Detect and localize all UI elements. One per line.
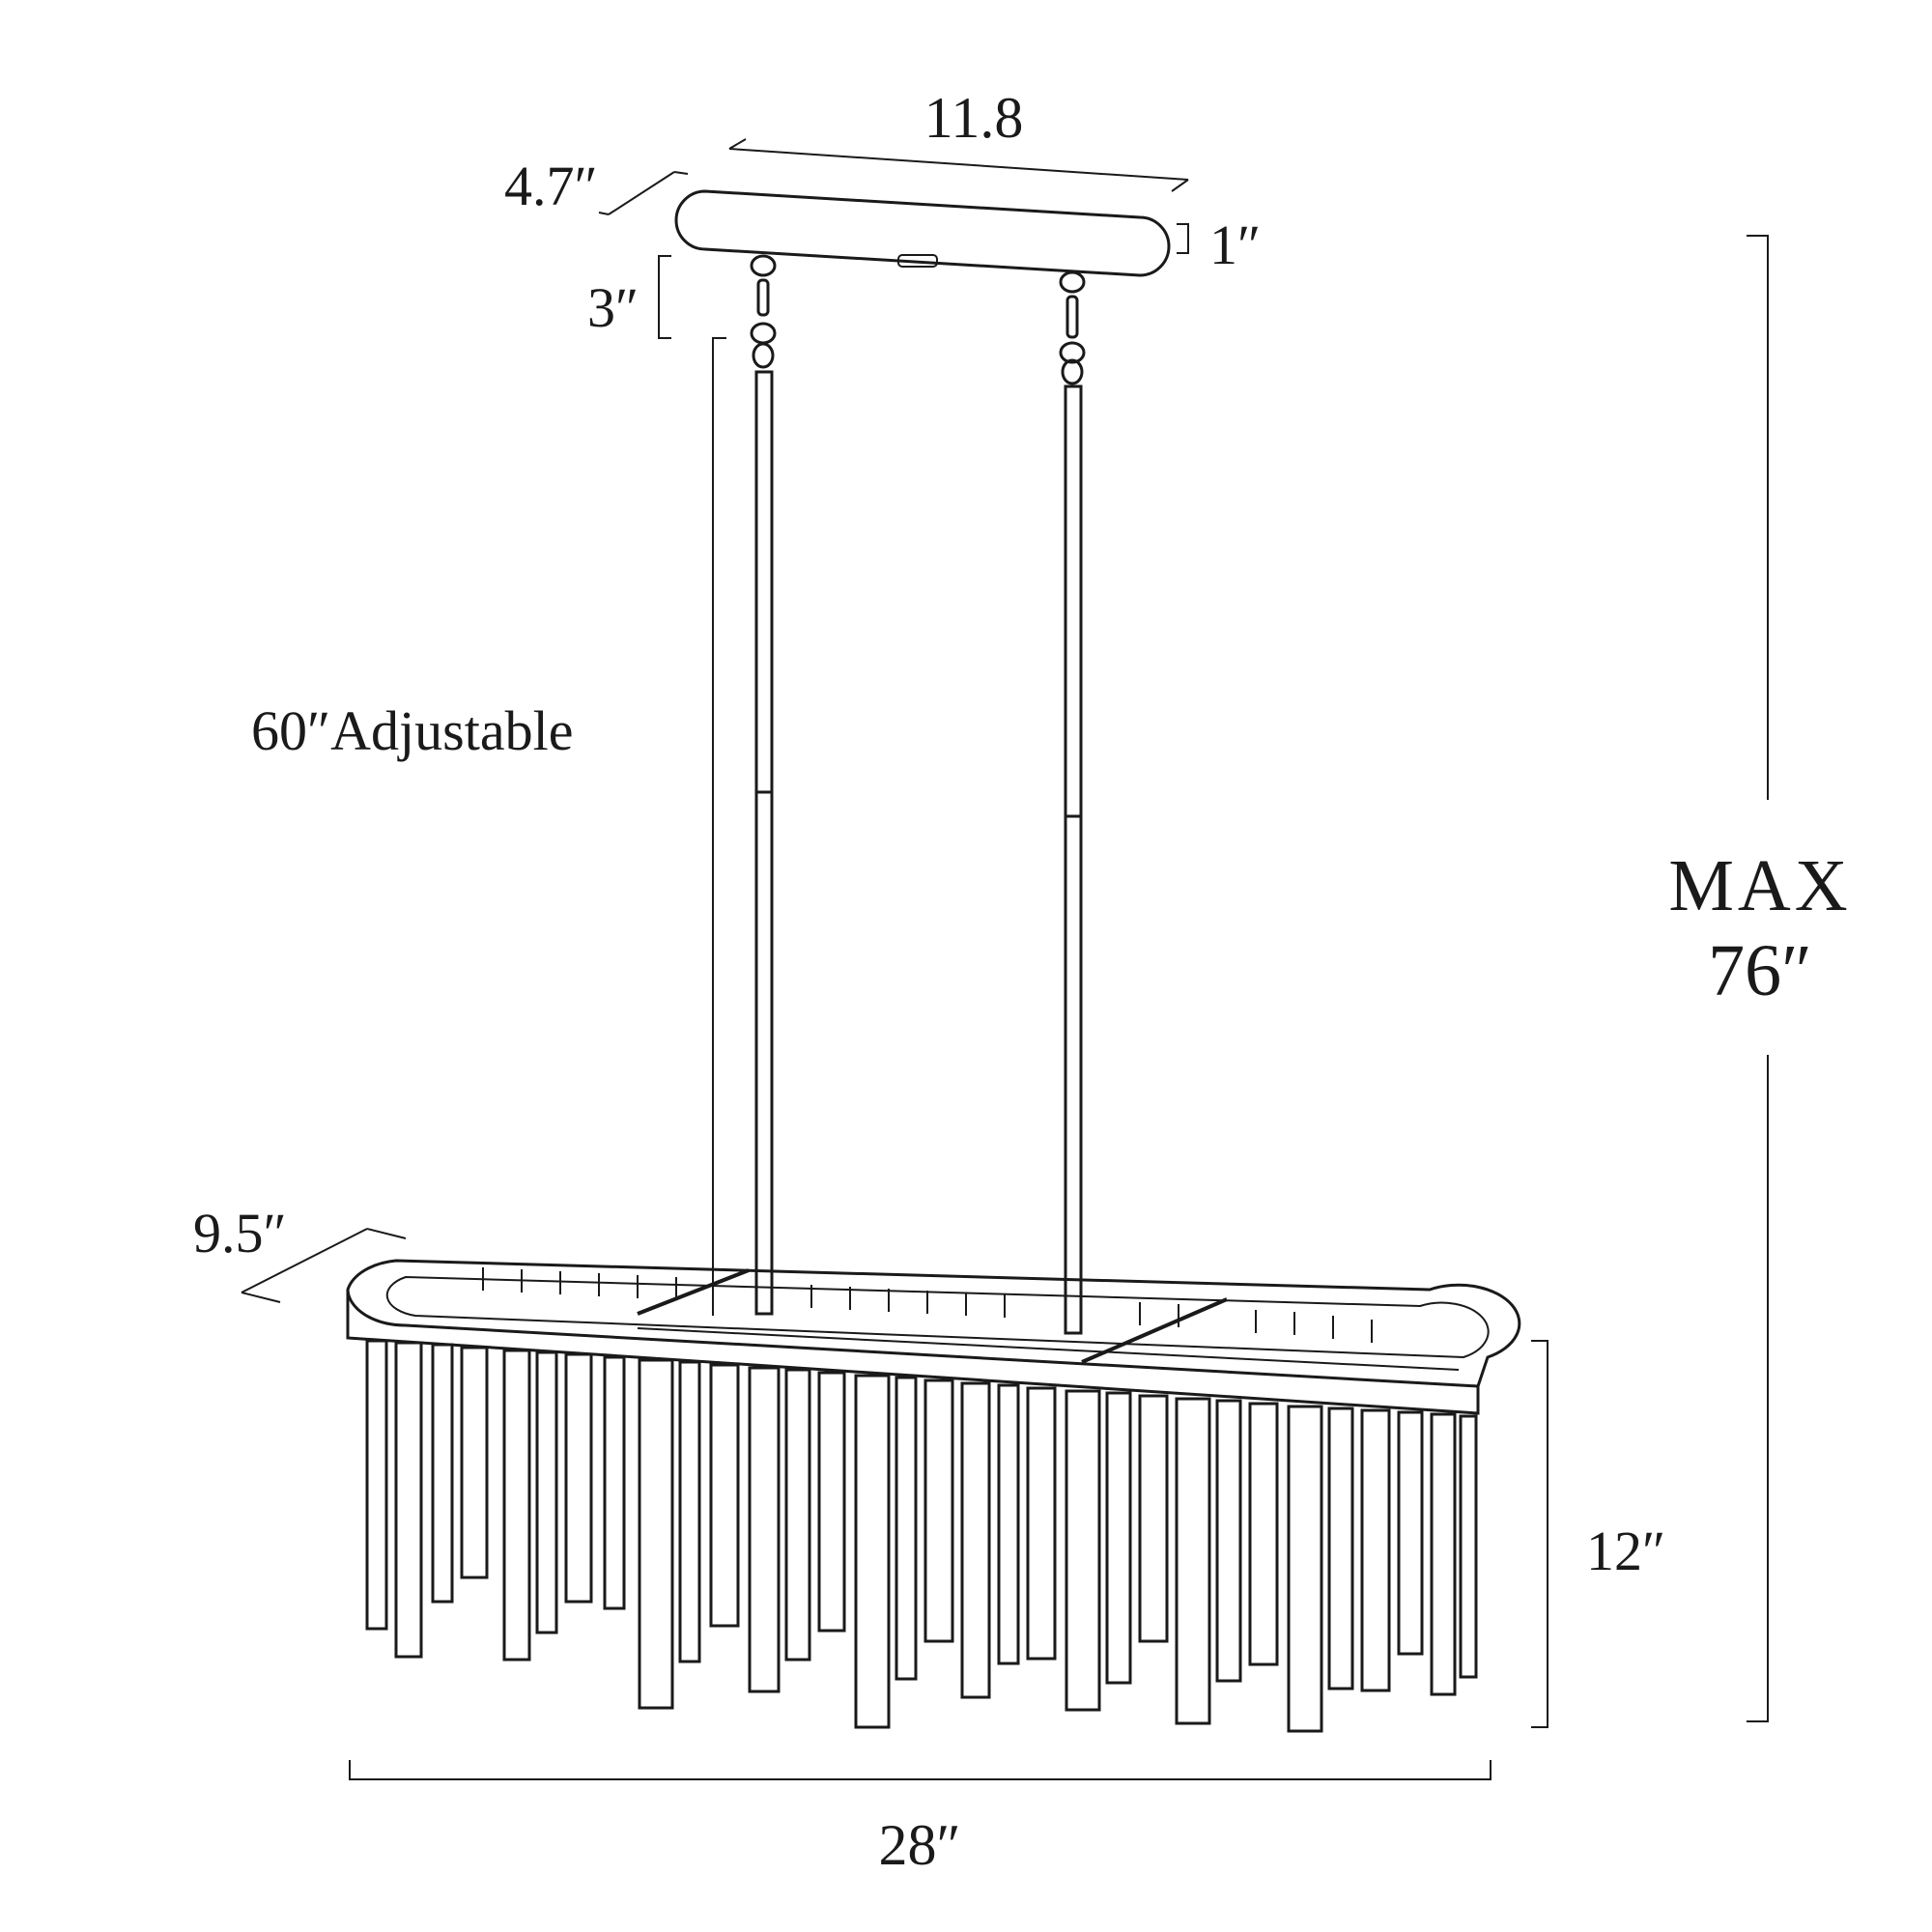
canopy-length-dimension-line <box>728 138 1189 192</box>
fixture-height-dimension-line <box>1531 1340 1548 1728</box>
right-suspension-rod <box>1064 384 1083 1335</box>
chain-length-bracket <box>658 255 671 339</box>
max-height-dimension-line <box>1747 235 1769 1722</box>
fixture-width-label: 9.5″ <box>193 1202 287 1264</box>
fixture-length-dimension-line <box>349 1760 1492 1780</box>
fixture-width-dimension-line <box>241 1228 407 1303</box>
ceiling-canopy <box>674 189 1171 277</box>
canopy-length-label: 11.8 <box>924 86 1024 150</box>
fixture-height-label: 12″ <box>1586 1520 1665 1582</box>
chain-length-label: 3″ <box>587 276 639 339</box>
left-chain <box>750 254 777 369</box>
canopy-height-label: 1″ <box>1209 213 1261 276</box>
right-chain <box>1059 270 1086 385</box>
rod-length-dimension-line <box>712 337 726 1316</box>
max-height-label-line2: 76″ <box>1708 930 1812 1011</box>
canopy-width-dimension-line <box>598 171 689 215</box>
canopy-height-bracket <box>1177 223 1189 254</box>
canopy-width-label: 4.7″ <box>504 155 598 217</box>
fixture-length-label: 28″ <box>879 1813 961 1877</box>
left-suspension-rod <box>754 370 774 1316</box>
rod-length-label: 60″Adjustable <box>251 699 573 762</box>
hanging-crystal-rods <box>365 1339 1478 1733</box>
max-height-label-line1: MAX <box>1668 845 1851 926</box>
fixture-frame <box>346 1259 1521 1415</box>
rim-posts <box>482 1267 1373 1343</box>
